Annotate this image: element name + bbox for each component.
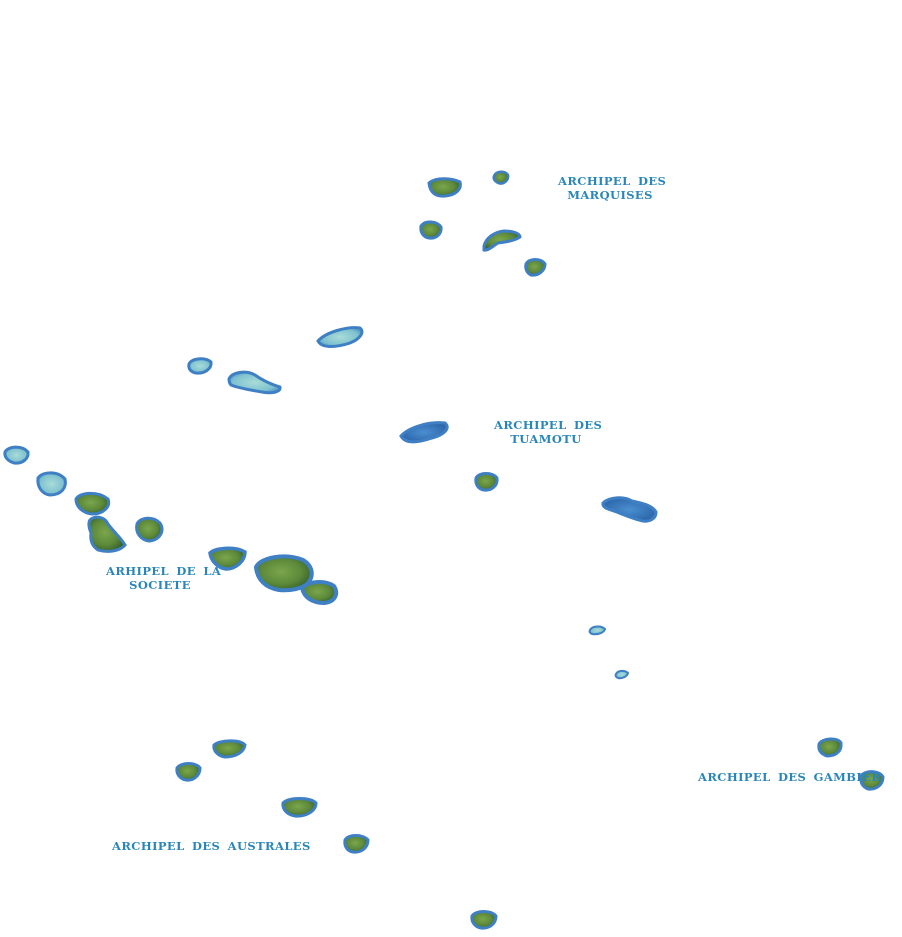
label-tuamotu: ARCHIPEL DES TUAMOTU — [494, 418, 603, 446]
australes-islands — [175, 739, 498, 930]
island-tubuai — [281, 797, 318, 818]
label-societe-line1: ARHIPEL DE LA — [106, 564, 222, 578]
island-tahaa — [74, 491, 111, 516]
label-gambier-line1: ARCHIPEL DES GAMBIER — [698, 770, 882, 784]
island-eiao — [492, 170, 510, 185]
island-moorea — [208, 546, 247, 571]
island-maupiti — [3, 445, 30, 465]
island-temoe — [859, 770, 885, 791]
island-huahine — [135, 516, 164, 543]
label-marquises: ARCHIPEL DES MARQUISES — [558, 174, 667, 202]
atoll-mataiva — [187, 357, 213, 375]
atoll-anaa — [474, 472, 499, 492]
label-tuamotu-line2: TUAMOTU — [510, 432, 582, 446]
island-ua-pou — [419, 220, 443, 240]
island-bora-bora — [36, 471, 67, 497]
island-raiatea — [87, 515, 127, 553]
label-gambier: ARCHIPEL DES GAMBIER — [698, 770, 882, 784]
gambier-islands — [817, 737, 885, 791]
island-tahiti-iti — [299, 580, 339, 606]
island-fatu-hiva — [524, 258, 547, 277]
island-nuku-hiva — [427, 177, 462, 198]
island-rimatara — [175, 762, 202, 782]
label-tuamotu-line1: ARCHIPEL DES — [494, 418, 603, 432]
marquises-islands — [419, 170, 547, 277]
island-hiva-oa — [482, 229, 522, 252]
societe-islands — [3, 445, 339, 606]
label-marquises-line2: MARQUISES — [567, 188, 653, 202]
label-australes: ARCHIPEL DES AUSTRALES — [112, 839, 311, 853]
island-rurutu — [212, 739, 247, 759]
label-societe-line2: SOCIETE — [129, 578, 191, 592]
atoll-hao — [601, 496, 658, 523]
island-rapa — [470, 910, 498, 930]
atoll-takaroa — [316, 326, 364, 348]
atoll-fakarava — [399, 421, 449, 444]
label-australes-line1: ARCHIPEL DES AUSTRALES — [112, 839, 311, 853]
atoll-rangiroa — [227, 370, 282, 395]
tuamotu-atolls — [187, 326, 658, 680]
label-societe: ARHIPEL DE LA SOCIETE — [106, 564, 222, 592]
island-raivavae — [343, 834, 370, 854]
island-mangareva — [817, 737, 843, 758]
atoll-small-1 — [588, 625, 607, 636]
label-marquises-line1: ARCHIPEL DES — [558, 174, 667, 188]
atoll-small-2 — [614, 669, 630, 680]
